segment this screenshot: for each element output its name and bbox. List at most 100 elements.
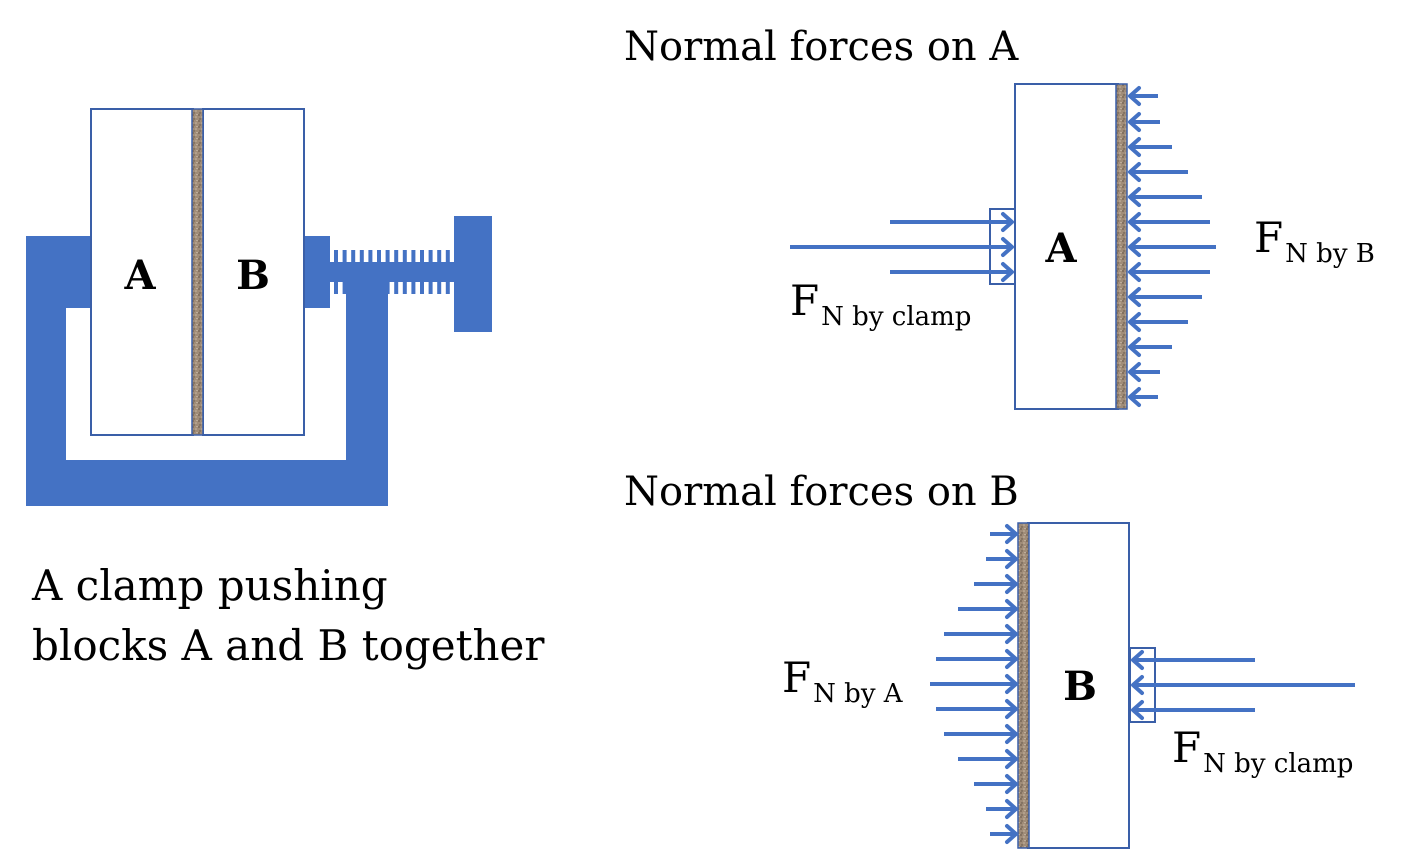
arrow-head bbox=[1128, 337, 1141, 357]
force-label-a-on-b: FN by A bbox=[782, 653, 904, 709]
free-body-a-label: A bbox=[1044, 225, 1077, 272]
arrow-head bbox=[1128, 262, 1141, 282]
interface-strip bbox=[191, 108, 204, 436]
arrow-a-on-b bbox=[990, 524, 1018, 544]
arrow-a-on-b bbox=[936, 649, 1018, 669]
arrow-head bbox=[1005, 774, 1018, 794]
arrow-b-on-a bbox=[1128, 287, 1202, 307]
screw-thread bbox=[351, 250, 356, 294]
arrow-head bbox=[1005, 824, 1018, 844]
arrow-head bbox=[1005, 649, 1018, 669]
arrow-head bbox=[1128, 287, 1141, 307]
block-b-label: B bbox=[236, 252, 270, 299]
screw-thread bbox=[445, 250, 450, 294]
arrow-a-on-b bbox=[958, 599, 1018, 619]
arrow-a-on-b bbox=[990, 824, 1018, 844]
arrow-a-on-b bbox=[974, 774, 1018, 794]
screw-thread bbox=[377, 250, 381, 294]
arrow-head bbox=[1005, 624, 1018, 644]
arrow-a-on-b bbox=[936, 699, 1018, 719]
arrow-clamp-on-b bbox=[1131, 700, 1255, 720]
arrow-clamp-on-a bbox=[890, 262, 1014, 282]
clamp-force-arrows-on-a bbox=[790, 212, 1014, 282]
arrow-a-on-b bbox=[944, 724, 1018, 744]
arrow-a-on-b bbox=[930, 674, 1018, 694]
clamp-figure: A B A clamp pushing blocks A and B toget… bbox=[26, 108, 545, 670]
arrow-head bbox=[1005, 749, 1018, 769]
arrow-b-on-a bbox=[1128, 337, 1172, 357]
screw-thread bbox=[402, 250, 407, 294]
caption-line-2: blocks A and B together bbox=[32, 621, 545, 670]
arrow-a-on-b bbox=[944, 624, 1018, 644]
arrow-head bbox=[1005, 599, 1018, 619]
arrow-a-on-b bbox=[974, 574, 1018, 594]
screw-thread bbox=[342, 250, 347, 294]
clamp-screw-threads bbox=[334, 250, 450, 294]
arrow-head bbox=[1128, 137, 1141, 157]
free-body-a-interface-strip bbox=[1115, 83, 1128, 410]
forces-on-a-figure: Normal forces on A A FN by clamp FN by B bbox=[624, 24, 1375, 410]
arrow-head bbox=[1001, 262, 1014, 282]
free-body-block-b bbox=[1027, 522, 1130, 849]
screw-thread bbox=[428, 250, 433, 294]
clamp-handle bbox=[454, 216, 492, 332]
force-label-b-on-a: FN by B bbox=[1254, 213, 1375, 269]
arrow-head bbox=[1001, 237, 1014, 257]
arrow-head bbox=[1005, 674, 1018, 694]
arrow-b-on-a bbox=[1128, 86, 1158, 106]
forces-on-b-heading: Normal forces on B bbox=[624, 469, 1019, 515]
forces-on-a-heading: Normal forces on A bbox=[624, 24, 1019, 70]
b-force-arrows-on-a bbox=[1128, 86, 1216, 407]
arrow-head bbox=[1128, 362, 1141, 382]
screw-thread bbox=[359, 250, 364, 294]
arrow-b-on-a bbox=[1128, 312, 1188, 332]
arrow-head bbox=[1128, 162, 1141, 182]
clamp-frame-right-side bbox=[346, 272, 388, 506]
screw-thread bbox=[411, 250, 416, 294]
arrow-head bbox=[1128, 187, 1141, 207]
arrow-a-on-b bbox=[986, 549, 1018, 569]
arrow-b-on-a bbox=[1128, 387, 1158, 407]
free-body-b-label: B bbox=[1063, 663, 1097, 710]
arrow-head bbox=[1005, 524, 1018, 544]
clamp-force-arrows-on-b bbox=[1131, 650, 1355, 720]
a-force-arrows-on-b bbox=[930, 524, 1018, 844]
arrow-b-on-a bbox=[1128, 137, 1172, 157]
arrow-head bbox=[1131, 700, 1144, 720]
block-a bbox=[90, 108, 194, 436]
arrow-clamp-on-a bbox=[890, 212, 1014, 232]
arrow-b-on-a bbox=[1128, 162, 1188, 182]
free-body-b-interface-strip bbox=[1017, 522, 1030, 849]
screw-thread bbox=[420, 250, 424, 294]
arrow-head bbox=[1131, 650, 1144, 670]
arrow-b-on-a bbox=[1128, 362, 1160, 382]
forces-on-b-figure: Normal forces on B B FN by A FN by clamp bbox=[624, 469, 1355, 849]
clamp-pressure-pad bbox=[304, 236, 330, 308]
screw-thread bbox=[368, 250, 373, 294]
screw-thread bbox=[385, 250, 390, 294]
clamp-frame-bottom bbox=[26, 460, 388, 506]
arrow-head bbox=[1128, 112, 1141, 132]
force-label-clamp-on-b: FN by clamp bbox=[1172, 723, 1353, 779]
screw-thread bbox=[334, 250, 338, 294]
arrow-clamp-on-a bbox=[790, 237, 1014, 257]
arrow-b-on-a bbox=[1128, 187, 1202, 207]
arrow-head bbox=[1128, 86, 1141, 106]
clamp-screw-shaft bbox=[328, 262, 456, 282]
arrow-a-on-b bbox=[958, 749, 1018, 769]
arrow-head bbox=[1001, 212, 1014, 232]
arrow-head bbox=[1005, 549, 1018, 569]
arrow-clamp-on-b bbox=[1131, 650, 1255, 670]
arrow-head bbox=[1128, 212, 1141, 232]
arrow-head bbox=[1005, 799, 1018, 819]
screw-thread bbox=[437, 250, 442, 294]
arrow-b-on-a bbox=[1128, 262, 1210, 282]
caption-line-1: A clamp pushing bbox=[31, 561, 388, 610]
block-a-label: A bbox=[123, 252, 156, 299]
screw-thread bbox=[394, 250, 399, 294]
arrow-head bbox=[1005, 574, 1018, 594]
force-label-clamp-on-a: FN by clamp bbox=[790, 276, 971, 332]
arrow-head bbox=[1128, 387, 1141, 407]
arrow-b-on-a bbox=[1128, 112, 1160, 132]
